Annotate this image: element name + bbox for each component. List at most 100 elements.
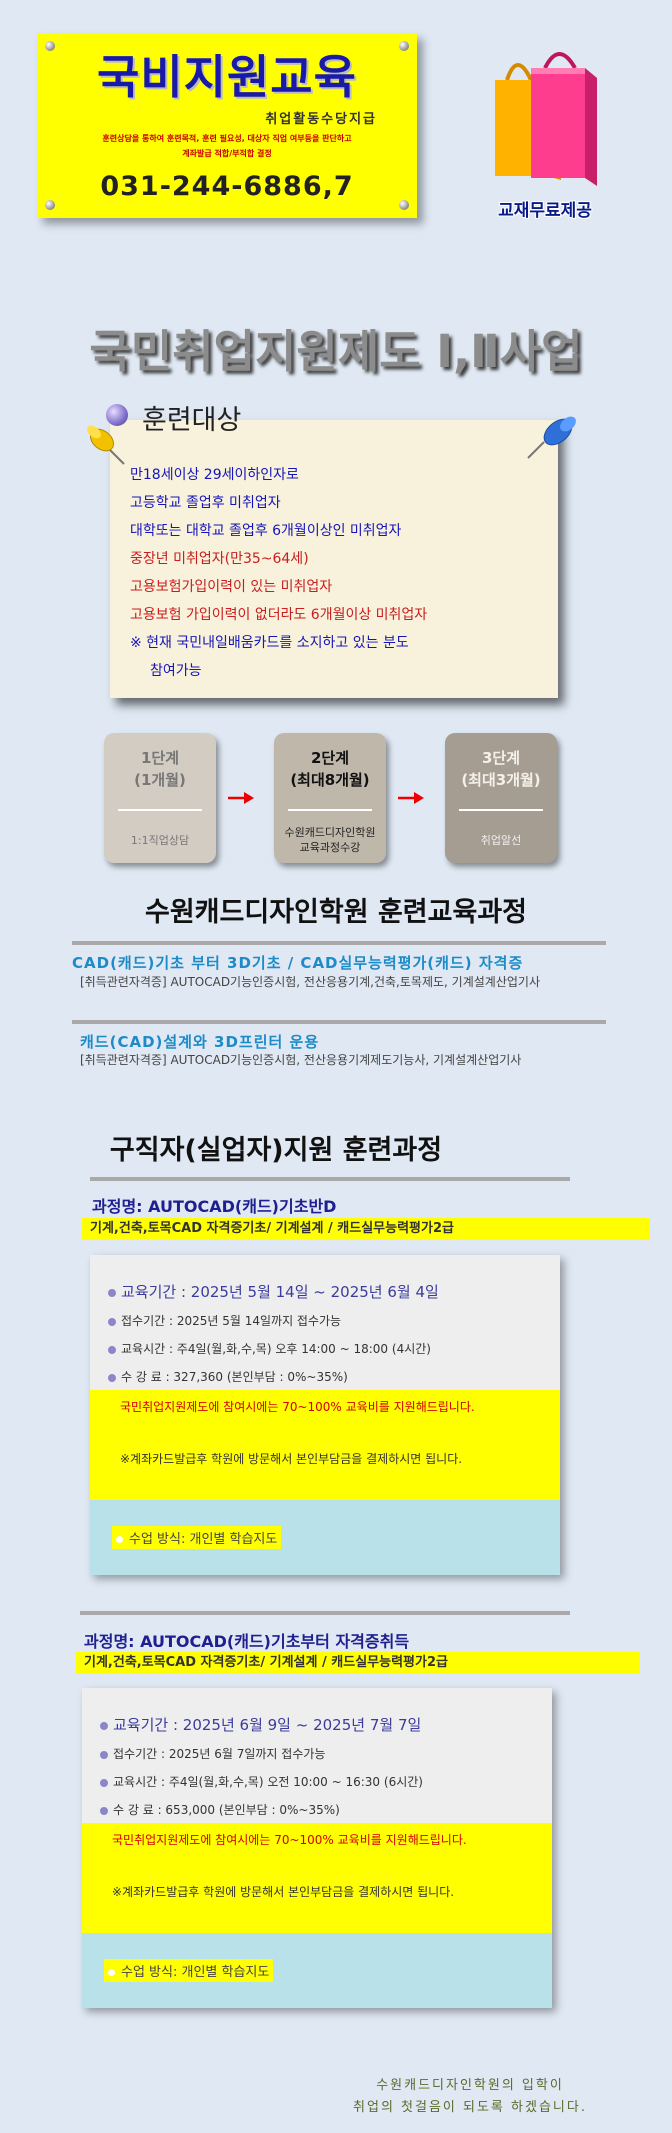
step-3-card: 3단계 (최대3개월) 취업알선 (445, 733, 557, 863)
tuition-fee: 수 강 료 : 327,360 (본인부담 : 0%~35%) (108, 1368, 348, 1385)
education-period-text: 교육기간 : 2025년 6월 9일 ~ 2025년 7월 7일 (113, 1716, 422, 1734)
support-notice-panel: 국민취업지원제도에 참여시에는 70~100% 교육비를 지원해드립니다. ※계… (82, 1823, 552, 1933)
target-note-card (110, 420, 558, 698)
registration-text: 접수기간 : 2025년 5월 14일까지 접수가능 (121, 1314, 342, 1328)
bullet-icon (108, 1373, 116, 1382)
program-name[interactable]: 과정명: AUTOCAD(캐드)기초반D (92, 1197, 337, 1216)
step-desc-text: 수원캐드디자인학원 (284, 826, 376, 839)
education-period: 교육기간 : 2025년 5월 14일 ~ 2025년 6월 4일 (108, 1281, 439, 1302)
requirement-item: 만18세이상 29세이하인자로 (130, 467, 299, 483)
blue-pushpin-icon (527, 416, 576, 459)
step-desc-text: 교육과정수강 (299, 841, 361, 854)
closing-message: 수원캐드디자인학원의 입학이 취업의 첫걸음이 되도록 하겠습니다. (320, 2075, 620, 2119)
banner-subtitle: 취업활동수당지급 (265, 112, 377, 127)
purple-ball-icon (106, 404, 128, 426)
bullet-icon (108, 1345, 116, 1354)
shopping-bags-icon (495, 52, 597, 186)
registration-period: 접수기간 : 2025년 6월 7일까지 접수가능 (100, 1745, 325, 1762)
requirement-list: 만18세이상 29세이하인자로 고등학교 졸업후 미취업자 대학또는 대학교 졸… (130, 461, 550, 685)
screw-icon (399, 41, 409, 51)
banner-title: 국비지원교육 (97, 50, 357, 104)
support-notice: 국민취업지원제도에 참여시에는 70~100% 교육비를 지원해드립니다. (120, 1400, 475, 1414)
step-desc: 수원캐드디자인학원 교육과정수강 (274, 825, 386, 855)
arrow-right-icon (398, 792, 424, 804)
program-name[interactable]: 과정명: AUTOCAD(캐드)기초부터 자격증취득 (84, 1632, 410, 1651)
course-title[interactable]: CAD(캐드)기초 부터 3D기초 / CAD실무능력평가(캐드) 자격증 (72, 954, 524, 972)
program-detail-box: 교육기간 : 2025년 5월 14일 ~ 2025년 6월 4일 접수기간 :… (90, 1255, 560, 1575)
step-2-card: 2단계 (최대8개월) 수원캐드디자인학원 교육과정수강 (274, 733, 386, 863)
banner-description-line: 훈련상담을 통하여 훈련목적, 훈련 필요성, 대상자 직업 여부등을 판단하고 (102, 134, 352, 143)
step-divider (459, 809, 543, 811)
education-period-text: 교육기간 : 2025년 5월 14일 ~ 2025년 6월 4일 (121, 1283, 439, 1301)
class-method-panel: 수업 방식: 개인별 학습지도 (82, 1933, 552, 2008)
bullet-icon (100, 1721, 108, 1730)
training-section-title: 수원캐드디자인학원 훈련교육과정 (145, 897, 527, 928)
step-title: 2단계 (최대8개월) (274, 747, 386, 791)
step-period: (최대3개월) (461, 771, 541, 789)
class-method: 수업 방식: 개인별 학습지도 (112, 1526, 282, 1549)
program-tags: 기계,건축,토목CAD 자격증기초/ 기계설계 / 캐드실무능력평가2급 (76, 1652, 640, 1674)
step-desc-text: 1:1직업상담 (130, 834, 190, 847)
divider (72, 941, 606, 945)
registration-period: 접수기간 : 2025년 5월 14일까지 접수가능 (108, 1312, 341, 1329)
screw-icon (45, 41, 55, 51)
support-notice: 국민취업지원제도에 참여시에는 70~100% 교육비를 지원해드립니다. (112, 1833, 467, 1847)
divider (90, 1177, 570, 1181)
step-desc: 취업알선 (445, 833, 557, 848)
step-desc: 1:1직업상담 (104, 833, 216, 848)
divider (80, 1611, 570, 1615)
class-method-text: 수업 방식: 개인별 학습지도 (129, 1532, 278, 1547)
bullet-icon (108, 1288, 116, 1297)
bullet-icon (100, 1806, 108, 1815)
class-method-panel: 수업 방식: 개인별 학습지도 (90, 1500, 560, 1575)
schedule-text: 교육시간 : 주4일(월,화,수,목) 오후 14:00 ~ 18:00 (4시… (121, 1342, 431, 1356)
step-title-text: 3단계 (481, 749, 521, 767)
education-period: 교육기간 : 2025년 6월 9일 ~ 2025년 7월 7일 (100, 1714, 421, 1735)
bullet-icon (116, 1536, 123, 1543)
course-certificates: [취득관련자격증] AUTOCAD기능인증시험, 전산응용기계,건축,토목제도,… (80, 975, 540, 989)
fee-text: 수 강 료 : 327,360 (본인부담 : 0%~35%) (121, 1370, 348, 1384)
requirement-item: 고용보험 가입이력이 없더라도 6개월이상 미취업자 (130, 607, 428, 623)
program-tags: 기계,건축,토목CAD 자격증기초/ 기계설계 / 캐드실무능력평가2급 (82, 1218, 650, 1240)
bullet-icon (100, 1778, 108, 1787)
requirement-item: ※ 현재 국민내일배움카드를 소지하고 있는 분도 (130, 635, 409, 651)
course-certificates: [취득관련자격증] AUTOCAD기능인증시험, 전산응용기계제도기능사, 기계… (80, 1053, 522, 1067)
closing-line: 취업의 첫걸음이 되도록 하겠습니다. (353, 2100, 587, 2115)
screw-icon (45, 200, 55, 210)
schedule-text: 교육시간 : 주4일(월,화,수,목) 오전 10:00 ~ 16:30 (6시… (113, 1775, 423, 1789)
free-textbook-caption: 교재무료제공 (498, 201, 592, 221)
step-divider (288, 809, 372, 811)
requirement-item: 고등학교 졸업후 미취업자 (130, 495, 281, 511)
requirement-item: 고용보험가입이력이 있는 미취업자 (130, 579, 333, 595)
payment-notice: ※계좌카드발급후 학원에 방문해서 본인부담금을 결제하시면 됩니다. (120, 1452, 463, 1466)
registration-text: 접수기간 : 2025년 6월 7일까지 접수가능 (113, 1747, 326, 1761)
requirement-item: 대학또는 대학교 졸업후 6개월이상인 미취업자 (130, 523, 402, 539)
promo-banner: 국비지원교육 취업활동수당지급 훈련상담을 통하여 훈련목적, 훈련 필요성, … (37, 33, 417, 218)
phone-number[interactable]: 031-244-6886,7 (100, 171, 354, 202)
target-heading: 훈련대상 (106, 398, 241, 437)
course-title[interactable]: 캐드(CAD)설계와 3D프린터 운용 (80, 1033, 320, 1051)
banner-description: 훈련상담을 통하여 훈련목적, 훈련 필요성, 대상자 직업 여부등을 판단하고… (43, 131, 411, 161)
fee-text: 수 강 료 : 653,000 (본인부담 : 0%~35%) (113, 1803, 340, 1817)
step-title: 1단계 (1개월) (104, 747, 216, 791)
payment-notice: ※계좌카드발급후 학원에 방문해서 본인부담금을 결제하시면 됩니다. (112, 1885, 455, 1899)
arrow-right-icon (228, 792, 254, 804)
step-divider (118, 809, 202, 811)
requirement-item: 중장년 미취업자(만35~64세) (130, 551, 309, 567)
class-schedule: 교육시간 : 주4일(월,화,수,목) 오전 10:00 ~ 16:30 (6시… (100, 1773, 423, 1790)
screw-icon (399, 200, 409, 210)
target-heading-label: 훈련대상 (142, 405, 242, 436)
closing-line: 수원캐드디자인학원의 입학이 (376, 2078, 564, 2093)
divider (72, 1020, 606, 1024)
program-detail-box: 교육기간 : 2025년 6월 9일 ~ 2025년 7월 7일 접수기간 : … (82, 1688, 552, 2008)
yellow-pushpin-icon (87, 425, 125, 465)
tuition-fee: 수 강 료 : 653,000 (본인부담 : 0%~35%) (100, 1801, 340, 1818)
bullet-icon (108, 1969, 115, 1976)
step-title-text: 1단계 (140, 749, 180, 767)
step-1-card: 1단계 (1개월) 1:1직업상담 (104, 733, 216, 863)
step-period: (최대8개월) (290, 771, 370, 789)
step-desc-text: 취업알선 (480, 834, 522, 847)
jobseeker-section-title: 구직자(실업자)지원 훈련과정 (109, 1135, 443, 1166)
support-notice-panel: 국민취업지원제도에 참여시에는 70~100% 교육비를 지원해드립니다. ※계… (90, 1390, 560, 1500)
class-method: 수업 방식: 개인별 학습지도 (104, 1959, 274, 1982)
